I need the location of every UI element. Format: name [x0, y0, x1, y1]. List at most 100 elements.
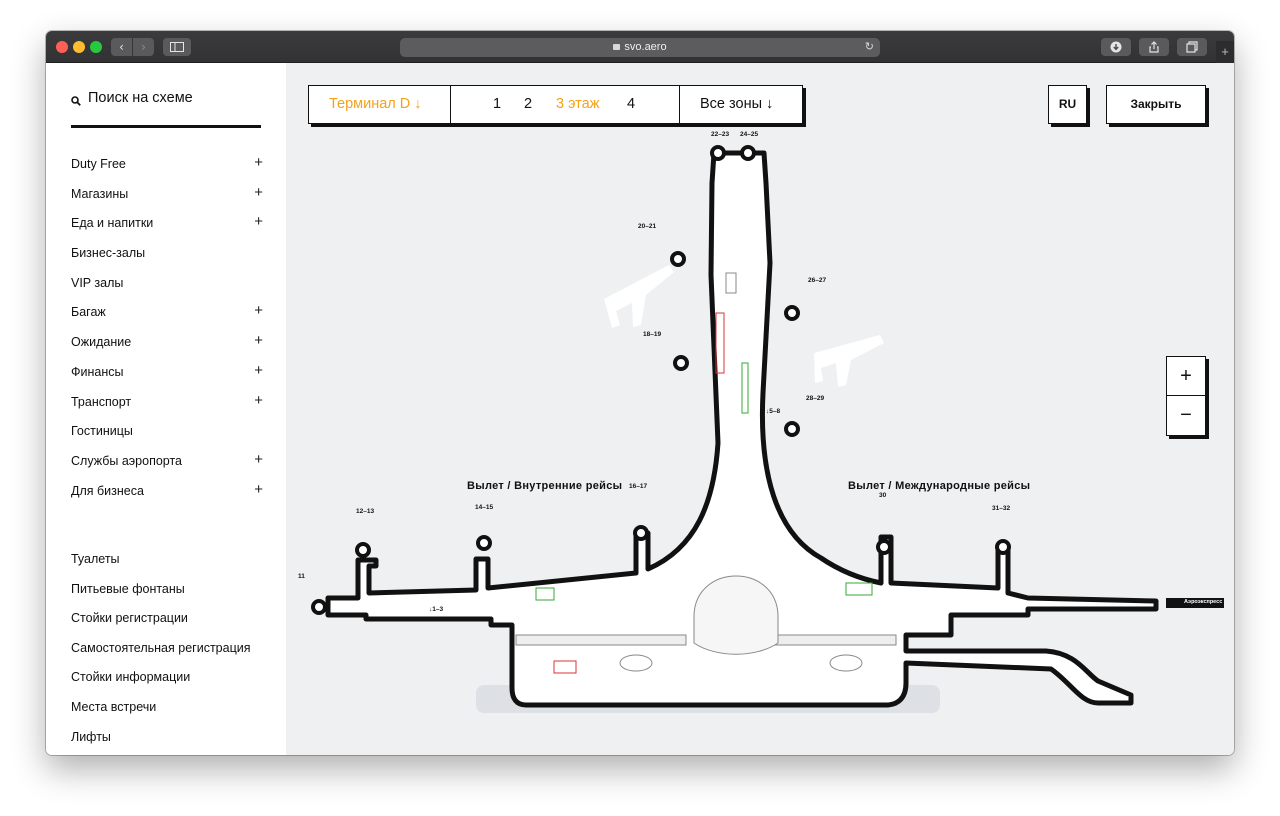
- expand-icon[interactable]: +: [254, 332, 263, 350]
- menu-item-label: Для бизнеса: [71, 483, 144, 498]
- expand-icon[interactable]: +: [254, 213, 263, 231]
- menu-item-label: Еда и напитки: [71, 216, 154, 231]
- zone-international-label: Вылет / Международные рейсы: [848, 480, 1031, 492]
- terminal-dropdown[interactable]: Терминал D ↓: [309, 86, 451, 123]
- floor-plan[interactable]: [286, 63, 1234, 755]
- gate-label: 12–13: [356, 508, 375, 515]
- floor-tab-1[interactable]: 1: [493, 96, 502, 112]
- menu-item[interactable]: Стойки регистрации: [71, 609, 271, 639]
- plane-icon: [814, 335, 884, 387]
- search-icon: [71, 96, 81, 106]
- zones-dropdown[interactable]: Все зоны ↓: [700, 96, 774, 112]
- expand-icon[interactable]: +: [254, 361, 263, 379]
- gate-label: 18–19: [643, 331, 662, 338]
- menu-item[interactable]: Для бизнеса +: [71, 480, 263, 512]
- plane-icon: [604, 265, 674, 328]
- back-button[interactable]: ‹: [111, 38, 132, 56]
- gate-label: ↓1–3: [429, 606, 444, 613]
- browser-titlebar: ‹ › svo.aero ↻ +: [46, 31, 1234, 63]
- zone-domestic-label: Вылет / Внутренние рейсы: [467, 480, 623, 492]
- category-menu: Duty Free + Магазины + Еда и напитки + Бизнес-…: [71, 154, 263, 512]
- menu-item[interactable]: Питьевые фонтаны: [71, 580, 271, 610]
- gate-label: 20–21: [638, 223, 657, 230]
- zoom-controls: + −: [1166, 356, 1206, 436]
- menu-item[interactable]: Службы аэропорта +: [71, 450, 263, 482]
- menu-item[interactable]: Гостиницы: [71, 422, 263, 452]
- menu-item[interactable]: Ожидание +: [71, 332, 263, 363]
- browser-window: ‹ › svo.aero ↻ + Поиск на схеме Duty Fre…: [46, 31, 1234, 755]
- interior-details: [515, 272, 897, 674]
- menu-item[interactable]: Финансы +: [71, 361, 263, 393]
- menu-item-label: Магазины: [71, 186, 129, 201]
- expand-icon[interactable]: +: [254, 391, 263, 409]
- zoom-window-icon[interactable]: [90, 41, 102, 53]
- language-button[interactable]: RU: [1048, 85, 1087, 124]
- zoom-in-button[interactable]: +: [1167, 357, 1205, 396]
- menu-item[interactable]: Еда и напитки +: [71, 213, 263, 244]
- close-button[interactable]: Закрыть: [1106, 85, 1206, 124]
- sidebar-toggle-icon[interactable]: [163, 38, 191, 56]
- menu-item[interactable]: Duty Free +: [71, 154, 263, 185]
- menu-item-label: Duty Free: [71, 157, 126, 171]
- menu-item-label: VIP залы: [71, 275, 124, 290]
- gate-label: 30: [879, 492, 887, 499]
- gate-label: ↓5–8: [766, 408, 781, 415]
- menu-item[interactable]: Багаж +: [71, 302, 263, 333]
- menu-item-label: Финансы: [71, 364, 124, 379]
- plane-icons: [604, 265, 884, 387]
- gate-label: 22–23: [711, 131, 730, 138]
- gate-label: 26–27: [808, 277, 827, 284]
- menu-item-label: Багаж: [71, 305, 106, 320]
- menu-item-label: Самостоятельная регистрация: [71, 640, 251, 655]
- url-text: svo.aero: [624, 41, 667, 53]
- gate-label: 31–32: [992, 505, 1011, 512]
- menu-item[interactable]: Туалеты: [71, 550, 271, 580]
- menu-item[interactable]: Транспорт+: [71, 391, 263, 423]
- share-icon[interactable]: [1139, 38, 1169, 56]
- gate-label: 11: [298, 573, 305, 580]
- menu-item-label: Лифты: [71, 729, 111, 744]
- expand-icon[interactable]: +: [254, 154, 263, 171]
- menu-item-label: Службы аэропорта: [71, 453, 182, 468]
- menu-item-label: Туалеты: [71, 552, 120, 566]
- reload-icon[interactable]: ↻: [864, 41, 874, 53]
- menu-item-label: Стойки регистрации: [71, 611, 188, 626]
- menu-item[interactable]: Магазины +: [71, 183, 263, 215]
- expand-icon[interactable]: +: [254, 183, 263, 201]
- zoom-out-button[interactable]: −: [1180, 404, 1192, 426]
- floor-tab-2[interactable]: 2: [524, 96, 533, 112]
- downloads-icon[interactable]: [1101, 38, 1131, 56]
- lock-icon: [613, 44, 621, 50]
- menu-item[interactable]: Места встречи: [71, 698, 271, 728]
- menu-item[interactable]: Бизнес-залы: [71, 244, 263, 274]
- gate-label: 16–17: [629, 483, 648, 490]
- floor-tab-4[interactable]: 4: [627, 96, 636, 112]
- expand-icon[interactable]: +: [254, 480, 263, 498]
- aeroexpress-label: Аэроэкспресс: [1184, 599, 1223, 605]
- map-selector: Терминал D ↓ 1 2 3 этаж 4 Все зоны ↓: [308, 85, 803, 124]
- tabs-overview-icon[interactable]: [1177, 38, 1207, 56]
- floor-tabs: 1 2 3 этаж 4: [451, 86, 680, 123]
- minimize-window-icon[interactable]: [73, 41, 85, 53]
- expand-icon[interactable]: +: [254, 450, 263, 468]
- menu-item-label: Ожидание: [71, 335, 132, 350]
- new-tab-button[interactable]: +: [1216, 41, 1234, 63]
- aeroexpress-tag: [1166, 598, 1224, 608]
- menu-item[interactable]: Самостоятельная регистрация: [71, 639, 271, 669]
- search-box[interactable]: Поиск на схеме: [71, 90, 261, 128]
- floor-tab-3[interactable]: 3 этаж: [556, 96, 600, 112]
- menu-item-label: Места встречи: [71, 699, 157, 714]
- menu-item-label: Питьевые фонтаны: [71, 581, 185, 596]
- menu-item[interactable]: VIP залы: [71, 274, 263, 304]
- close-window-icon[interactable]: [56, 41, 68, 53]
- terminal-map[interactable]: Вылет / Внутренние рейсы Вылет / Междуна…: [286, 63, 1234, 755]
- address-bar[interactable]: svo.aero ↻: [400, 38, 880, 57]
- search-label: Поиск на схеме: [88, 90, 193, 106]
- menu-item[interactable]: Стойки информации: [71, 668, 271, 698]
- menu-item[interactable]: Лифты: [71, 728, 271, 755]
- gate-pods: [311, 145, 1011, 615]
- gate-label: 24–25: [740, 131, 759, 138]
- forward-button[interactable]: ›: [133, 38, 154, 56]
- gate-label: 28–29: [806, 395, 825, 402]
- expand-icon[interactable]: +: [254, 302, 263, 320]
